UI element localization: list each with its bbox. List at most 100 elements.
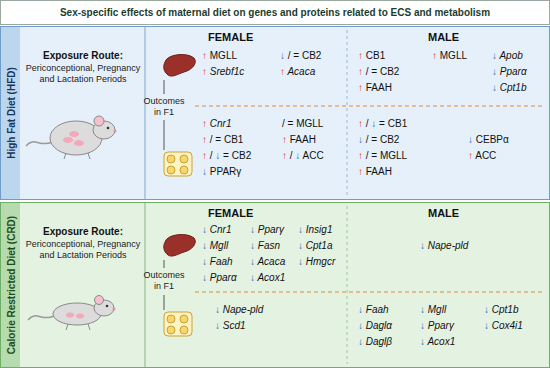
outcome-label: Outcomes in F1 bbox=[141, 270, 187, 292]
adipose-icon bbox=[164, 152, 192, 176]
text-run: / bbox=[207, 150, 215, 161]
band-strip bbox=[0, 202, 20, 368]
text-run: ↑ bbox=[202, 50, 207, 61]
text-run: Cpt1b bbox=[497, 82, 526, 93]
text-run: ↑ bbox=[358, 50, 363, 61]
text-run: ↓ bbox=[371, 118, 376, 129]
text-run: Mgll bbox=[207, 240, 228, 251]
gene-change: ↓ PPARγ bbox=[202, 166, 241, 178]
adipocyte bbox=[180, 166, 188, 174]
text-run: FAAH bbox=[363, 82, 392, 93]
leader-line bbox=[164, 295, 165, 310]
text-run: Nape-pld bbox=[220, 304, 263, 315]
text-run: / = MGLL bbox=[363, 150, 407, 161]
text-run: Pparα bbox=[497, 66, 527, 77]
gene-change: ↓ Nape-pld bbox=[420, 240, 468, 252]
gene-change: ↑ Cnr1 bbox=[202, 118, 231, 130]
text-run: Srebf1c bbox=[207, 66, 244, 77]
text-run: ↓ bbox=[484, 304, 489, 315]
gene-change: ↓ Cpt1a bbox=[298, 240, 332, 252]
text-run: / bbox=[287, 150, 295, 161]
text-run: Cnr1 bbox=[207, 224, 231, 235]
gene-change: ↑ FAAH bbox=[358, 166, 392, 178]
text-run: ↓ bbox=[202, 272, 207, 283]
band-fill bbox=[0, 202, 550, 368]
text-run: Mgll bbox=[425, 304, 446, 315]
text-run: Pparα bbox=[207, 272, 237, 283]
text-run: ↓ bbox=[250, 256, 255, 267]
exposure-heading: Exposure Route: bbox=[24, 226, 142, 238]
text-run: ↓ bbox=[250, 240, 255, 251]
adipocyte bbox=[167, 326, 175, 334]
gene-change: ↓ Pparα bbox=[492, 66, 527, 78]
adipocyte bbox=[180, 326, 188, 334]
exposure-text: Periconceptional, Pregnancy and Lactatio… bbox=[24, 239, 142, 261]
gene-change: ↓ Mgll bbox=[202, 240, 228, 252]
text-run: Periconceptional, Pregnancy and Lactatio… bbox=[26, 239, 141, 260]
row-divider bbox=[195, 292, 545, 293]
text-run: MGLL bbox=[437, 50, 467, 61]
gene-change: ↓ CEBPα bbox=[468, 134, 509, 146]
liver-icon bbox=[164, 235, 196, 257]
text-run: MALE bbox=[428, 31, 459, 43]
text-run: Acox1 bbox=[425, 336, 455, 347]
text-run: FEMALE bbox=[208, 31, 253, 43]
sex-header: MALE bbox=[428, 31, 459, 44]
text-run: ↓ bbox=[215, 320, 220, 331]
gene-change: ↑ ACC bbox=[468, 150, 496, 162]
text-run: ↑ bbox=[282, 150, 287, 161]
text-run: CB1 bbox=[363, 50, 385, 61]
gene-change: ↓ Apob bbox=[492, 50, 523, 62]
text-run: ↓ bbox=[420, 320, 425, 331]
mouse-nose bbox=[113, 308, 116, 311]
sex-header: FEMALE bbox=[208, 207, 253, 220]
mouse-leg bbox=[88, 153, 90, 159]
gene-change: ↑ / = CB2 bbox=[358, 66, 399, 78]
gene-change: ↑ / = MGLL bbox=[358, 150, 407, 162]
text-run: ↑ bbox=[358, 66, 363, 77]
text-run: Cpt1a bbox=[303, 240, 332, 251]
text-run: ACC bbox=[473, 150, 496, 161]
mouse-pup bbox=[74, 140, 84, 146]
text-run: Cnr1 bbox=[207, 118, 231, 129]
text-run: ↓ bbox=[420, 240, 425, 251]
text-run: ↓ bbox=[468, 134, 473, 145]
mouse-tail bbox=[28, 316, 54, 320]
text-run: FEMALE bbox=[208, 207, 253, 219]
text-run: Faah bbox=[363, 304, 389, 315]
mouse-eye bbox=[107, 127, 110, 130]
gene-change: ↑ / ↓ = CB1 bbox=[358, 118, 407, 130]
gene-change: ↓ Daglβ bbox=[358, 336, 392, 348]
liver-icon bbox=[164, 55, 196, 77]
gene-change: ↓ Acox1 bbox=[250, 272, 285, 284]
text-run: ↓ bbox=[202, 224, 207, 235]
leader-line bbox=[164, 120, 165, 150]
gene-change: ↑ / = CB1 bbox=[202, 134, 243, 146]
text-run: ↓ bbox=[295, 150, 300, 161]
text-run: ↑ bbox=[358, 118, 363, 129]
band-strip bbox=[0, 26, 20, 200]
mouse-pup bbox=[63, 137, 73, 143]
text-run: ↓ bbox=[492, 82, 497, 93]
band-label: Calorie Restricted Diet (CRD) bbox=[6, 216, 17, 354]
mouse-pup bbox=[69, 131, 79, 137]
text-run: = CB2 bbox=[220, 150, 251, 161]
band-label: High Fat Diet (HFD) bbox=[6, 67, 17, 159]
mouse-ear bbox=[94, 116, 104, 126]
column-divider bbox=[145, 26, 146, 200]
sex-header: MALE bbox=[428, 207, 459, 220]
text-run: ↓ bbox=[298, 240, 303, 251]
text-run: ↓ bbox=[492, 66, 497, 77]
mouse-eye bbox=[106, 305, 109, 308]
text-run: ↓ bbox=[202, 256, 207, 267]
mouse-leg bbox=[64, 153, 66, 159]
gene-change: ↓ Daglα bbox=[358, 320, 392, 332]
text-run: ↓ bbox=[250, 272, 255, 283]
gene-change: ↓ Pparγ bbox=[420, 320, 454, 332]
sex-header: FEMALE bbox=[208, 31, 253, 44]
text-run: Pparγ bbox=[425, 320, 454, 331]
mouse-pup bbox=[66, 313, 74, 318]
row-divider bbox=[195, 106, 545, 107]
text-run: ↓ bbox=[420, 304, 425, 315]
